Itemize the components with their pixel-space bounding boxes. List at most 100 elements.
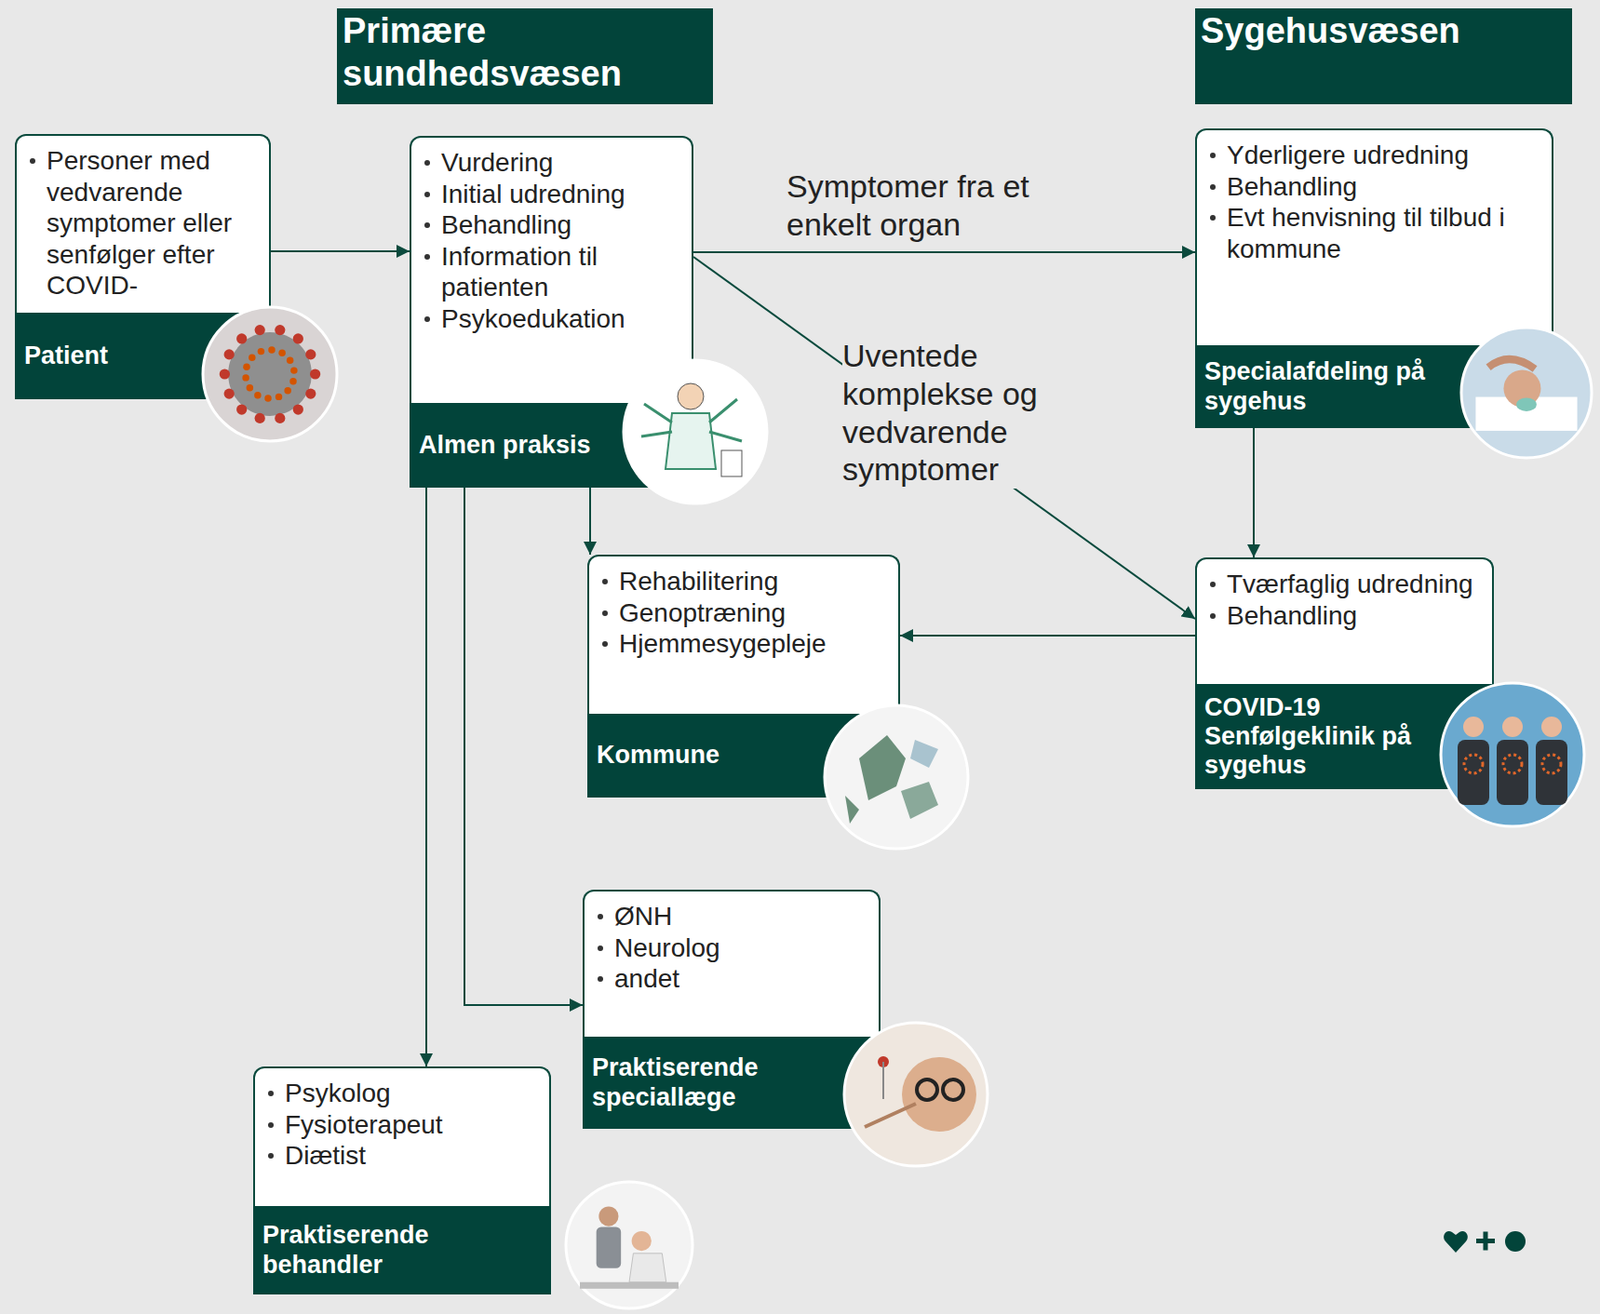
box-footer: Praktiserende behandler: [253, 1206, 552, 1295]
bullet-item: Psykolog: [264, 1077, 538, 1110]
bullet-text: Initial udredning: [441, 178, 626, 211]
bullet-dot: [1210, 581, 1216, 588]
bullet-item: Behandling: [1206, 600, 1481, 632]
bullet-text: Evt henvisning til tilbud i kommune: [1226, 201, 1541, 265]
photo-circle: [1440, 683, 1585, 827]
section-header: Sygehusvæsen: [1195, 8, 1573, 105]
care-box: VurderingInitial udredningBehandlingInfo…: [409, 135, 694, 488]
photo-circle: [565, 1182, 693, 1309]
photo-content: [1457, 716, 1568, 806]
bullet-dot: [424, 316, 431, 323]
photo-content: [641, 383, 742, 477]
photo-illustration: [841, 1020, 991, 1170]
box-heading: Patient: [24, 341, 108, 371]
photo-illustration: [563, 1179, 696, 1312]
bullet-text: Information til patienten: [441, 241, 681, 304]
bullet-dot: [602, 610, 608, 617]
connector-arrow: [1252, 428, 1255, 558]
bullet-dot: [1210, 184, 1216, 190]
bullet-item: Hjemmesygepleje: [598, 628, 888, 660]
logo-plus: [1483, 1232, 1489, 1251]
bullet-text: Behandling: [1226, 171, 1358, 203]
care-box: Yderligere udredningBehandlingEvt henvis…: [1195, 128, 1554, 429]
care-box: RehabiliteringGenoptræningHjemmesygeplej…: [587, 554, 901, 798]
edge-label: Symptomer fra et enkelt organ: [786, 167, 1094, 244]
bullet-dot: [602, 578, 608, 585]
photo-illustration: [200, 304, 340, 444]
bullet-text: Diætist: [284, 1140, 366, 1172]
bullet-dot: [268, 1153, 274, 1159]
bullet-text: ØNH: [614, 900, 673, 933]
bullet-item: Vurdering: [420, 147, 681, 179]
bullet-dot: [424, 222, 431, 229]
care-box: Tværfaglig udredningBehandlingCOVID-19 S…: [1195, 557, 1494, 790]
bullet-item: Genoptræning: [598, 597, 888, 630]
photo-content: [864, 1056, 977, 1132]
bullet-item: Neurolog: [593, 932, 868, 965]
box-heading: Kommune: [596, 740, 720, 770]
box-heading: Almen praksis: [418, 430, 592, 460]
photo-illustration: [1438, 680, 1587, 830]
box-body: Tværfaglig udredningBehandling: [1195, 557, 1494, 685]
bullet-item: Initial udredning: [420, 178, 681, 211]
connector-arrow: [693, 251, 1196, 254]
connector-arrow: [425, 487, 428, 1067]
box-heading: Specialafdeling på sygehus: [1204, 357, 1454, 416]
connector-arrow: [270, 250, 410, 253]
photo-circle: [202, 307, 337, 442]
photo-content: [1475, 359, 1577, 431]
bullet-text: Genoptræning: [618, 597, 786, 630]
connector-arrow: [464, 487, 583, 1006]
bullet-dot: [268, 1122, 274, 1129]
photo-content: [219, 324, 321, 424]
bullet-dot: [1210, 215, 1216, 221]
bullet-dot: [597, 945, 604, 952]
bullet-text: Behandling: [441, 209, 572, 242]
photo-illustration: [821, 702, 971, 852]
care-box: Personer med vedvarende symptomer eller …: [14, 134, 271, 400]
bullet-text: Psykolog: [284, 1077, 391, 1110]
bullet-item: Rehabilitering: [598, 565, 888, 598]
bullet-text: andet: [614, 963, 680, 995]
photo-illustration: [1458, 324, 1595, 461]
care-box: PsykologFysioterapeutDiætistPraktiserend…: [253, 1066, 552, 1295]
edge-label: Uventede komplekse og vedvarende symptom…: [842, 336, 1085, 489]
bullet-item: Personer med vedvarende symptomer eller …: [26, 145, 258, 302]
bullet-dot: [597, 976, 604, 982]
bullet-text: Hjemmesygepleje: [618, 628, 827, 660]
bullet-text: Tværfaglig udredning: [1226, 568, 1474, 601]
bullet-item: Behandling: [420, 209, 681, 242]
box-body: VurderingInitial udredningBehandlingInfo…: [409, 135, 694, 404]
box-heading: Praktiserende behandler: [262, 1221, 544, 1279]
box-body: Personer med vedvarende symptomer eller …: [14, 134, 271, 313]
box-footer: Praktiserende speciallæge: [582, 1036, 881, 1130]
photo-circle: [844, 1022, 988, 1167]
box-body: RehabiliteringGenoptræningHjemmesygeplej…: [587, 554, 901, 714]
photo-circle: [623, 360, 767, 504]
bullet-text: Behandling: [1226, 600, 1358, 632]
bullet-item: Diætist: [264, 1140, 538, 1172]
bullet-dot: [29, 158, 36, 164]
section-header: Primære sundhedsvæsen: [336, 8, 713, 105]
logo-dot: [1505, 1231, 1526, 1252]
bullet-dot: [424, 254, 431, 260]
connector-arrow: [589, 487, 592, 555]
box-heading: Praktiserende speciallæge: [591, 1053, 837, 1112]
bullet-item: ØNH: [593, 900, 868, 933]
bullet-dot: [602, 641, 608, 647]
bullet-item: Fysioterapeut: [264, 1109, 538, 1142]
care-box: ØNHNeurologandetPraktiserende speciallæg…: [582, 889, 881, 1130]
bullet-item: Behandling: [1206, 171, 1541, 203]
section-title: Sygehusvæsen: [1200, 10, 1567, 54]
bullet-text: Vurdering: [441, 147, 553, 179]
photo-content: [579, 1206, 679, 1289]
bullet-item: Psykoedukation: [420, 303, 681, 336]
connector-arrow: [900, 634, 1196, 637]
box-body: PsykologFysioterapeutDiætist: [253, 1066, 552, 1207]
bullet-dot: [1210, 613, 1216, 619]
bullet-text: Rehabilitering: [618, 565, 779, 598]
bullet-text: Fysioterapeut: [284, 1109, 444, 1142]
bullet-dot: [424, 191, 431, 198]
section-title: Primære sundhedsvæsen: [342, 10, 708, 95]
bullet-item: Yderligere udredning: [1206, 139, 1541, 172]
